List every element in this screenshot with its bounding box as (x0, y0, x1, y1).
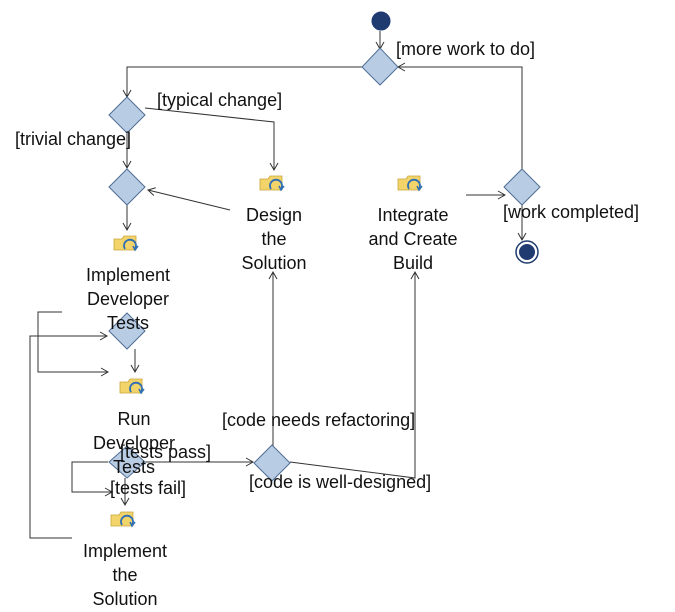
design-caption-line-1: Design (246, 205, 302, 225)
implement-tests-caption-line-2: Developer (87, 289, 169, 309)
implement-solution-activity-icon (110, 511, 136, 527)
guard-work-completed: [work completed] (503, 202, 639, 222)
tests-decision (108, 445, 146, 479)
edge-code-well-designed (289, 270, 420, 479)
guard-code-needs-refactoring: [code needs refactoring] (222, 410, 415, 430)
run-tests-caption-line-2: Developer (93, 433, 175, 453)
implement-tests-caption-line-3: Tests (107, 313, 149, 333)
implement-tests-activity: Implement Developer Tests (86, 265, 170, 333)
integrate-caption-line-1: Integrate (377, 205, 448, 225)
edge-solution-loop (29, 331, 109, 539)
work-decision (503, 168, 541, 206)
guard-more-work: [more work to do] (396, 39, 535, 59)
edge-work-decision-loop-back (396, 62, 523, 169)
implement-tests-activity-icon (113, 235, 139, 251)
edge-tests-fail-loop (71, 461, 114, 497)
implement-solution-activity: Implement the Solution (83, 541, 167, 609)
initial-node (371, 11, 391, 31)
guard-tests-pass: [tests pass] (120, 442, 211, 462)
run-tests-caption-line-1: Run (117, 409, 150, 429)
edge-typical-change (144, 107, 279, 172)
edge-design-to-merge (147, 187, 231, 211)
implement-solution-caption-line-1: Implement (83, 541, 167, 561)
implement-tests-caption-line-1: Implement (86, 265, 170, 285)
merge-node (108, 168, 146, 206)
run-tests-caption-line-3: Tests (113, 457, 155, 477)
main-decision (361, 47, 399, 86)
refactor-decision (253, 444, 291, 482)
guard-code-well-designed: [code is well-designed] (249, 472, 431, 492)
guard-typical-change: [typical change] (157, 90, 282, 110)
implement-solution-caption-line-3: Solution (92, 589, 157, 609)
integrate-caption-line-3: Build (393, 253, 433, 273)
integrate-activity: Integrate and Create Build (368, 205, 457, 273)
guard-trivial-change: [trivial change] (15, 129, 131, 149)
integrate-caption-line-2: and Create (368, 229, 457, 249)
run-tests-activity-icon (119, 378, 145, 394)
design-activity: Design the Solution (241, 205, 306, 273)
design-activity-icon (259, 175, 285, 191)
edge-tests-loop-upper (37, 311, 110, 377)
change-decision (108, 96, 146, 134)
edge-main-decision-to-change-decision (122, 66, 362, 99)
integrate-activity-icon (397, 175, 423, 191)
design-caption-line-3: Solution (241, 253, 306, 273)
guard-tests-fail: [tests fail] (110, 478, 186, 498)
tests-merge-node (108, 312, 146, 350)
design-caption-line-2: the (261, 229, 286, 249)
edges (29, 31, 527, 539)
run-tests-activity: Run Developer Tests (93, 409, 175, 477)
implement-solution-caption-line-2: the (112, 565, 137, 585)
final-node (515, 240, 539, 264)
